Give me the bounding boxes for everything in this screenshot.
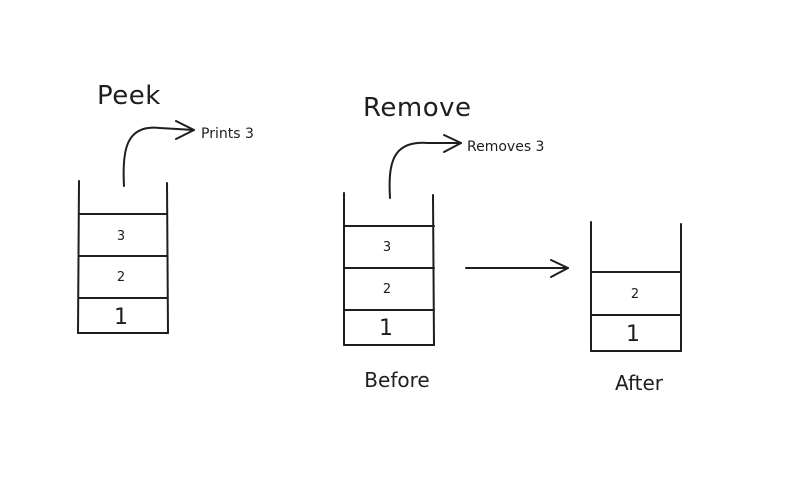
peek-arrow-shaft bbox=[122, 126, 195, 187]
remove-annotation: Removes 3 bbox=[467, 139, 544, 155]
after-caption: After bbox=[615, 371, 664, 395]
peek-annotation: Prints 3 bbox=[201, 126, 254, 142]
peek-section: Peek 3 2 1 Prints 3 bbox=[77, 81, 254, 334]
peek-arrow-head bbox=[175, 120, 195, 140]
peek-stack: 3 2 1 bbox=[77, 180, 169, 334]
before-stack-cell-middle: 2 bbox=[383, 282, 391, 297]
before-stack: 3 2 1 bbox=[343, 192, 435, 346]
before-stack-cell-top: 3 bbox=[383, 240, 391, 255]
peek-stack-left-wall bbox=[77, 180, 80, 334]
peek-stack-cell-top: 3 bbox=[117, 229, 125, 244]
transition-arrow-head bbox=[550, 259, 569, 278]
after-stack-cell-bottom: 1 bbox=[626, 322, 640, 347]
before-stack-right-wall bbox=[432, 194, 435, 346]
peek-title: Peek bbox=[97, 81, 161, 111]
after-stack-cell-top: 2 bbox=[631, 287, 639, 302]
remove-section: Remove 3 2 1 Removes 3 Before bbox=[343, 93, 682, 395]
before-caption: Before bbox=[364, 368, 429, 392]
peek-stack-cell-bottom: 1 bbox=[114, 305, 128, 330]
before-stack-cell-bottom: 1 bbox=[379, 316, 393, 341]
remove-arrow-shaft bbox=[388, 141, 462, 199]
peek-stack-cell-middle: 2 bbox=[117, 270, 125, 285]
remove-arrow bbox=[388, 134, 462, 199]
after-stack: 2 1 bbox=[590, 221, 682, 352]
peek-arrow bbox=[122, 120, 195, 187]
remove-title: Remove bbox=[363, 93, 472, 123]
transition-arrow bbox=[465, 259, 569, 278]
remove-arrow-head bbox=[443, 134, 462, 153]
peek-stack-right-wall bbox=[166, 182, 169, 334]
